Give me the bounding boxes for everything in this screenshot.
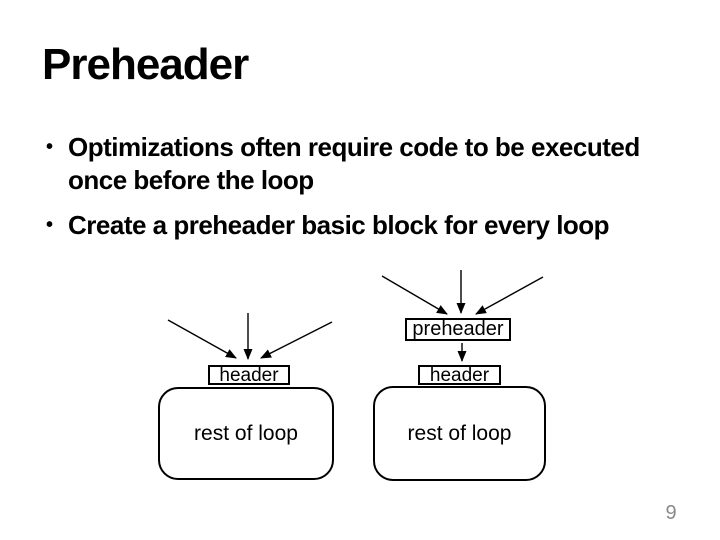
bullet-text: Create a preheader basic block for every… — [68, 210, 610, 240]
bullet-list: • Optimizations often require code to be… — [46, 131, 686, 254]
rest-of-loop-block-after: rest of loop — [373, 386, 546, 481]
page-number: 9 — [665, 502, 677, 524]
rest-of-loop-label: rest of loop — [194, 421, 298, 445]
rest-of-loop-block-before: rest of loop — [158, 387, 334, 480]
arrow-left-edge3 — [260, 321, 333, 359]
header-block-label: header — [429, 364, 490, 386]
bullet-text: Optimizations often require code to be e… — [68, 132, 640, 195]
arrow-right-edge3 — [475, 276, 544, 315]
slide-title: Preheader — [42, 40, 249, 89]
rest-of-loop-label: rest of loop — [407, 421, 512, 445]
list-item: • Create a preheader basic block for eve… — [46, 209, 686, 242]
bullet-icon: • — [46, 214, 54, 236]
header-block-after: header — [418, 365, 501, 385]
header-block-before: header — [208, 365, 290, 385]
list-item: • Optimizations often require code to be… — [46, 131, 686, 197]
preheader-block: preheader — [405, 318, 511, 341]
header-block-label: header — [219, 364, 279, 386]
bullet-icon: • — [46, 136, 54, 158]
arrow-right-edge1 — [381, 275, 448, 315]
arrow-left-edge1 — [167, 319, 237, 359]
preheader-block-label: preheader — [412, 318, 504, 340]
